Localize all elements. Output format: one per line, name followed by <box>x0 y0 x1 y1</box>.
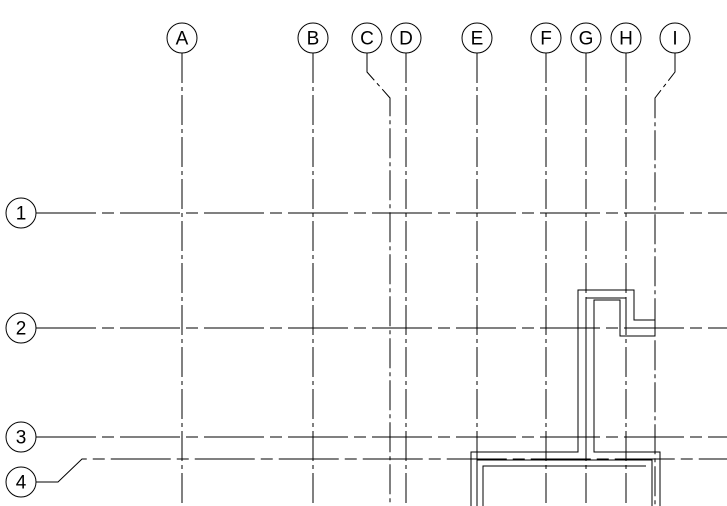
column-gridline-d <box>390 22 422 506</box>
column-label-e: E <box>471 29 484 50</box>
column-gridline-e <box>461 22 493 506</box>
row-gridline-4 <box>5 458 727 498</box>
row-gridline-2 <box>5 312 727 344</box>
column-gridline-g <box>570 22 602 506</box>
row-label-3: 3 <box>16 428 27 449</box>
column-label-d: D <box>399 29 413 50</box>
column-gridline-f <box>530 22 562 506</box>
column-gridline-c <box>351 22 391 506</box>
column-gridline-b <box>297 22 329 506</box>
wall-outline <box>470 289 661 506</box>
column-label-f: F <box>540 29 552 50</box>
row-label-1: 1 <box>16 204 27 225</box>
column-gridline-a <box>166 22 198 506</box>
column-label-b: B <box>307 29 320 50</box>
column-label-g: G <box>579 29 594 50</box>
row-label-4: 4 <box>16 473 27 494</box>
column-label-c: C <box>360 29 374 50</box>
row-label-2: 2 <box>16 319 27 340</box>
column-label-h: H <box>619 29 633 50</box>
column-label-a: A <box>176 29 189 50</box>
column-gridline-i <box>654 22 691 506</box>
column-gridline-h <box>610 22 642 506</box>
row-gridline-1 <box>5 197 727 229</box>
row-gridline-3 <box>5 421 727 453</box>
column-label-i: I <box>672 29 677 50</box>
